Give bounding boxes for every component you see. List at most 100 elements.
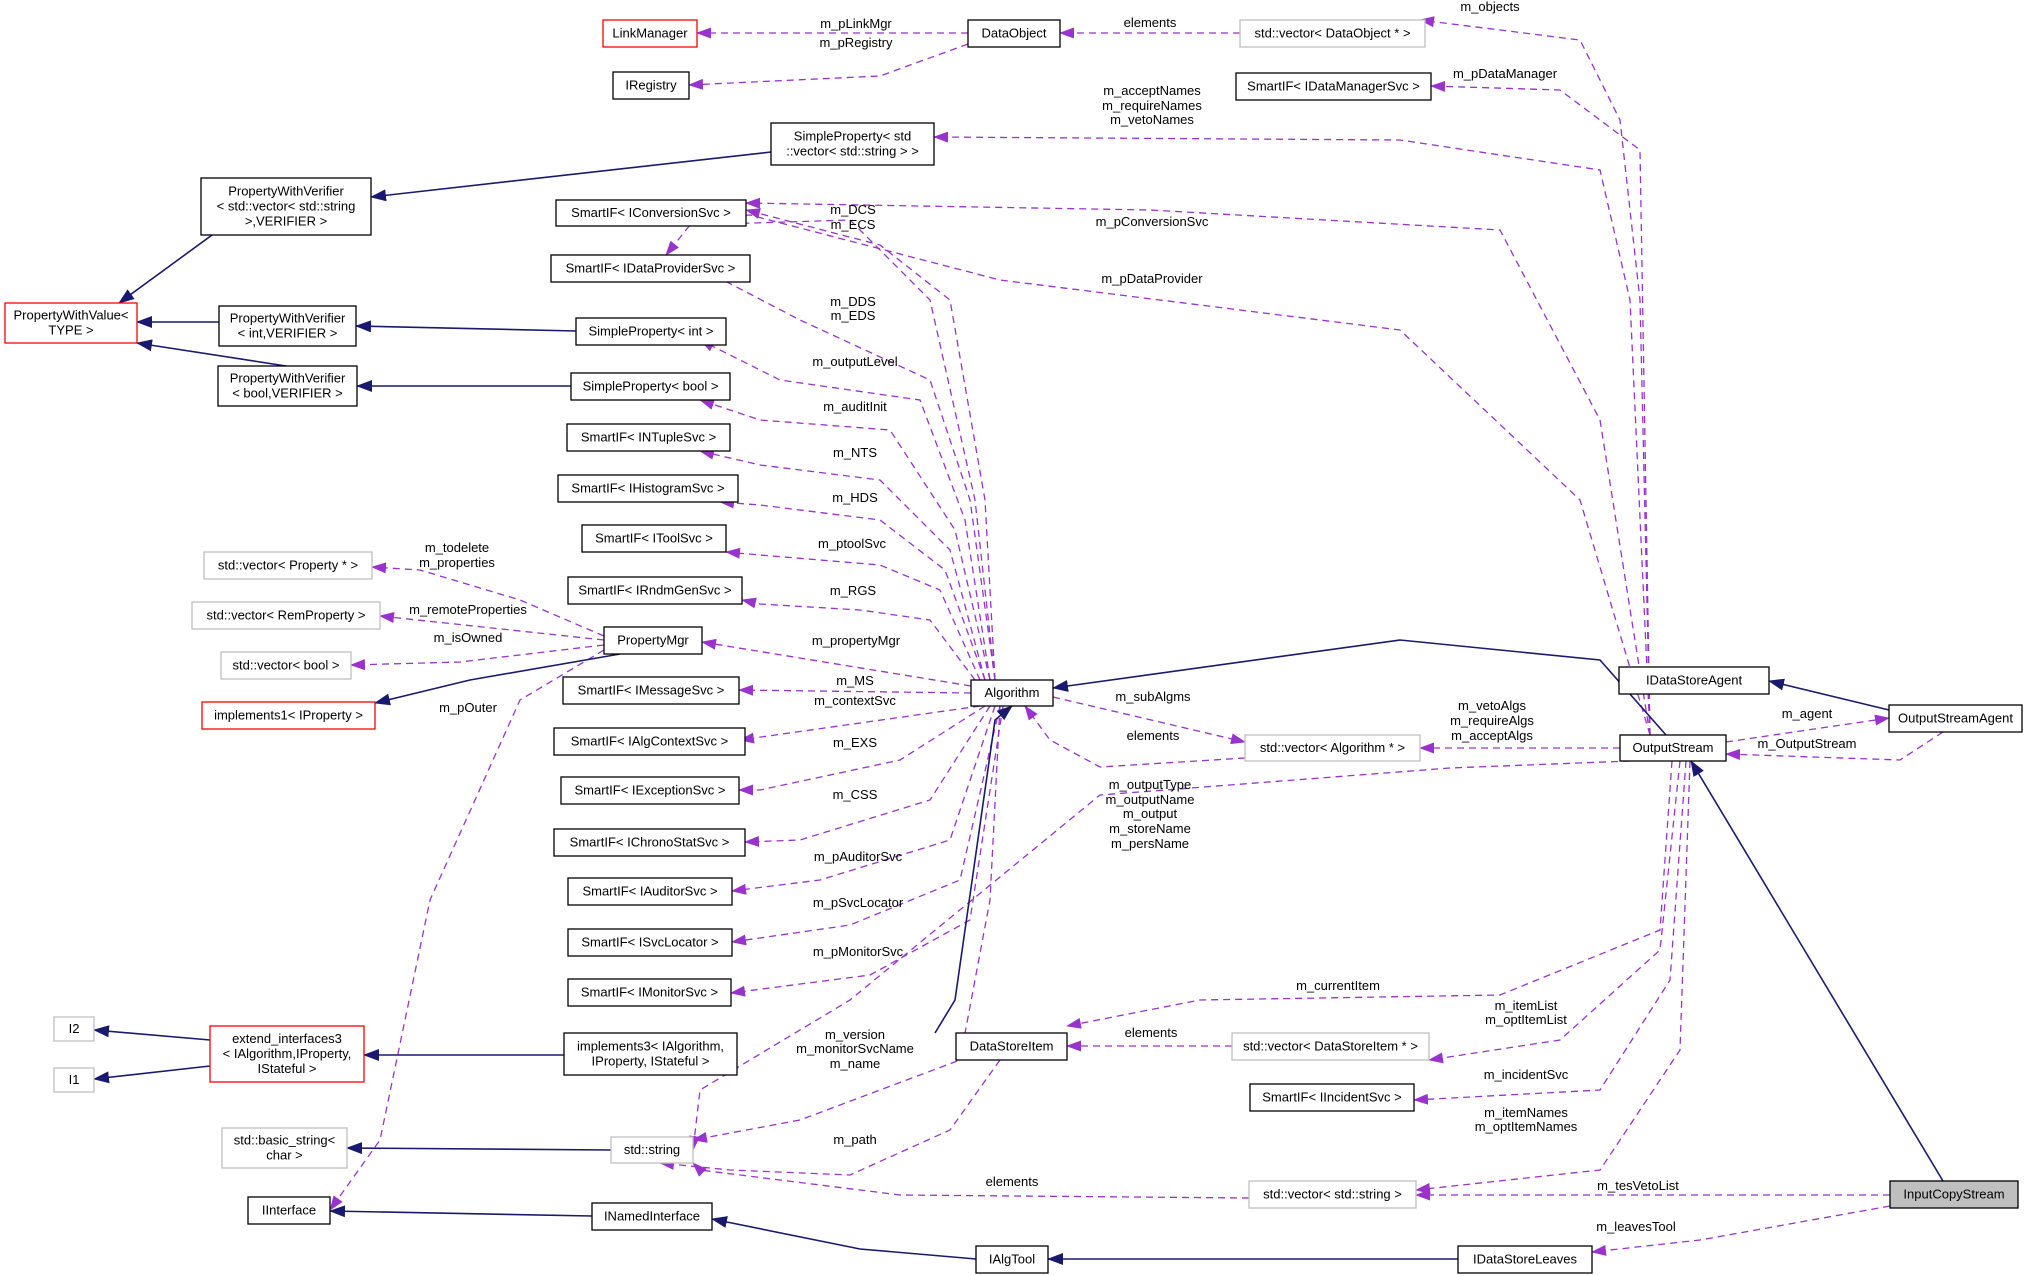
class-box[interactable] xyxy=(200,177,372,236)
class-box[interactable] xyxy=(203,551,373,580)
class-node[interactable]: std::vector< std::string > xyxy=(1248,1180,1417,1209)
class-box[interactable] xyxy=(567,576,743,605)
class-box[interactable] xyxy=(581,524,727,553)
class-node[interactable]: SmartIF< IChronoStatSvc > xyxy=(553,828,746,857)
class-box[interactable] xyxy=(1239,19,1426,48)
class-node[interactable]: OutputStream xyxy=(1619,734,1727,762)
class-box[interactable] xyxy=(563,1032,738,1076)
class-box[interactable] xyxy=(567,877,733,906)
class-box[interactable] xyxy=(550,254,751,283)
class-box[interactable] xyxy=(191,601,381,630)
class-node[interactable]: PropertyWithVerifier< int,VERIFIER > xyxy=(218,305,357,347)
class-box[interactable] xyxy=(1249,1083,1415,1112)
class-node[interactable]: implements1< IProperty > xyxy=(201,701,376,730)
class-node[interactable]: SmartIF< IIncidentSvc > xyxy=(1249,1083,1415,1112)
class-box[interactable] xyxy=(575,317,727,346)
class-box[interactable] xyxy=(603,626,703,655)
class-node[interactable]: LinkManager xyxy=(602,19,698,48)
class-node[interactable]: PropertyMgr xyxy=(603,626,703,655)
class-box[interactable] xyxy=(221,1127,348,1169)
class-node[interactable]: SimpleProperty< bool > xyxy=(570,372,731,401)
class-node[interactable]: SmartIF< ISvcLocator > xyxy=(567,928,733,957)
class-node[interactable]: IDataStoreLeaves xyxy=(1457,1245,1593,1274)
class-node[interactable]: std::vector< Property * > xyxy=(203,551,373,580)
class-node[interactable]: Algorithm xyxy=(970,679,1054,707)
class-node[interactable]: PropertyWithValue<TYPE > xyxy=(4,302,138,344)
class-node[interactable]: std::vector< DataObject * > xyxy=(1239,19,1426,48)
class-node[interactable]: std::vector< RemProperty > xyxy=(191,601,381,630)
class-node[interactable]: SmartIF< IConversionSvc > xyxy=(555,199,747,227)
class-box[interactable] xyxy=(1888,704,2023,733)
class-node[interactable]: SimpleProperty< std::vector< std::string… xyxy=(770,122,935,166)
class-box[interactable] xyxy=(975,1245,1049,1274)
class-box[interactable] xyxy=(209,1025,365,1083)
class-node[interactable]: std::vector< DataStoreItem * > xyxy=(1231,1032,1430,1061)
class-node[interactable]: I1 xyxy=(53,1067,95,1093)
class-node[interactable]: SmartIF< IExceptionSvc > xyxy=(560,776,740,805)
class-box[interactable] xyxy=(1231,1032,1430,1061)
class-node[interactable]: SmartIF< IDataManagerSvc > xyxy=(1235,72,1432,101)
class-node[interactable]: I2 xyxy=(53,1016,95,1042)
class-box[interactable] xyxy=(4,302,138,344)
class-box[interactable] xyxy=(1889,1180,2019,1209)
class-box[interactable] xyxy=(220,651,352,680)
class-node[interactable]: extend_interfaces3< IAlgorithm,IProperty… xyxy=(209,1025,365,1083)
class-box[interactable] xyxy=(247,1196,331,1225)
class-box[interactable] xyxy=(53,1067,95,1093)
class-box[interactable] xyxy=(562,676,740,705)
class-box[interactable] xyxy=(1248,1180,1417,1209)
class-node[interactable]: SmartIF< INTupleSvc > xyxy=(566,423,731,452)
class-box[interactable] xyxy=(567,978,732,1007)
class-box[interactable] xyxy=(967,19,1061,48)
class-node[interactable]: std::vector< bool > xyxy=(220,651,352,680)
class-node[interactable]: std::string xyxy=(610,1136,694,1164)
class-box[interactable] xyxy=(566,423,731,452)
class-box[interactable] xyxy=(602,19,698,48)
class-node[interactable]: IAlgTool xyxy=(975,1245,1049,1274)
class-box[interactable] xyxy=(1244,734,1421,762)
class-node[interactable]: InputCopyStream xyxy=(1889,1180,2019,1209)
class-node[interactable]: IInterface xyxy=(247,1196,331,1225)
class-node[interactable]: implements3< IAlgorithm,IProperty, IStat… xyxy=(563,1032,738,1076)
class-node[interactable]: std::vector< Algorithm * > xyxy=(1244,734,1421,762)
class-node[interactable]: SmartIF< IMonitorSvc > xyxy=(567,978,732,1007)
class-box[interactable] xyxy=(970,679,1054,707)
class-node[interactable]: std::basic_string<char > xyxy=(221,1127,348,1169)
class-node[interactable]: OutputStreamAgent xyxy=(1888,704,2023,733)
class-node[interactable]: IRegistry xyxy=(612,71,690,100)
class-box[interactable] xyxy=(567,928,733,957)
class-box[interactable] xyxy=(217,365,358,407)
class-node[interactable]: SimpleProperty< int > xyxy=(575,317,727,346)
class-node[interactable]: SmartIF< IDataProviderSvc > xyxy=(550,254,751,283)
class-box[interactable] xyxy=(553,727,746,756)
class-box[interactable] xyxy=(557,474,739,503)
class-box[interactable] xyxy=(218,305,357,347)
class-box[interactable] xyxy=(1619,734,1727,762)
class-box[interactable] xyxy=(770,122,935,166)
class-box[interactable] xyxy=(610,1136,694,1164)
class-node[interactable]: SmartIF< IRndmGenSvc > xyxy=(567,576,743,605)
class-box[interactable] xyxy=(1618,666,1770,695)
class-box[interactable] xyxy=(553,828,746,857)
class-box[interactable] xyxy=(201,701,376,730)
class-node[interactable]: PropertyWithVerifier< bool,VERIFIER > xyxy=(217,365,358,407)
class-node[interactable]: INamedInterface xyxy=(591,1202,713,1231)
class-box[interactable] xyxy=(560,776,740,805)
class-node[interactable]: SmartIF< IToolSvc > xyxy=(581,524,727,553)
class-box[interactable] xyxy=(1235,72,1432,101)
class-node[interactable]: PropertyWithVerifier< std::vector< std::… xyxy=(200,177,372,236)
class-box[interactable] xyxy=(570,372,731,401)
class-node[interactable]: DataStoreItem xyxy=(955,1032,1068,1061)
class-box[interactable] xyxy=(555,199,747,227)
class-box[interactable] xyxy=(955,1032,1068,1061)
class-box[interactable] xyxy=(612,71,690,100)
class-node[interactable]: IDataStoreAgent xyxy=(1618,666,1770,695)
class-node[interactable]: DataObject xyxy=(967,19,1061,48)
class-box[interactable] xyxy=(53,1016,95,1042)
class-box[interactable] xyxy=(591,1202,713,1231)
class-node[interactable]: SmartIF< IAlgContextSvc > xyxy=(553,727,746,756)
class-node[interactable]: SmartIF< IHistogramSvc > xyxy=(557,474,739,503)
class-node[interactable]: SmartIF< IMessageSvc > xyxy=(562,676,740,705)
class-node[interactable]: SmartIF< IAuditorSvc > xyxy=(567,877,733,906)
class-box[interactable] xyxy=(1457,1245,1593,1274)
